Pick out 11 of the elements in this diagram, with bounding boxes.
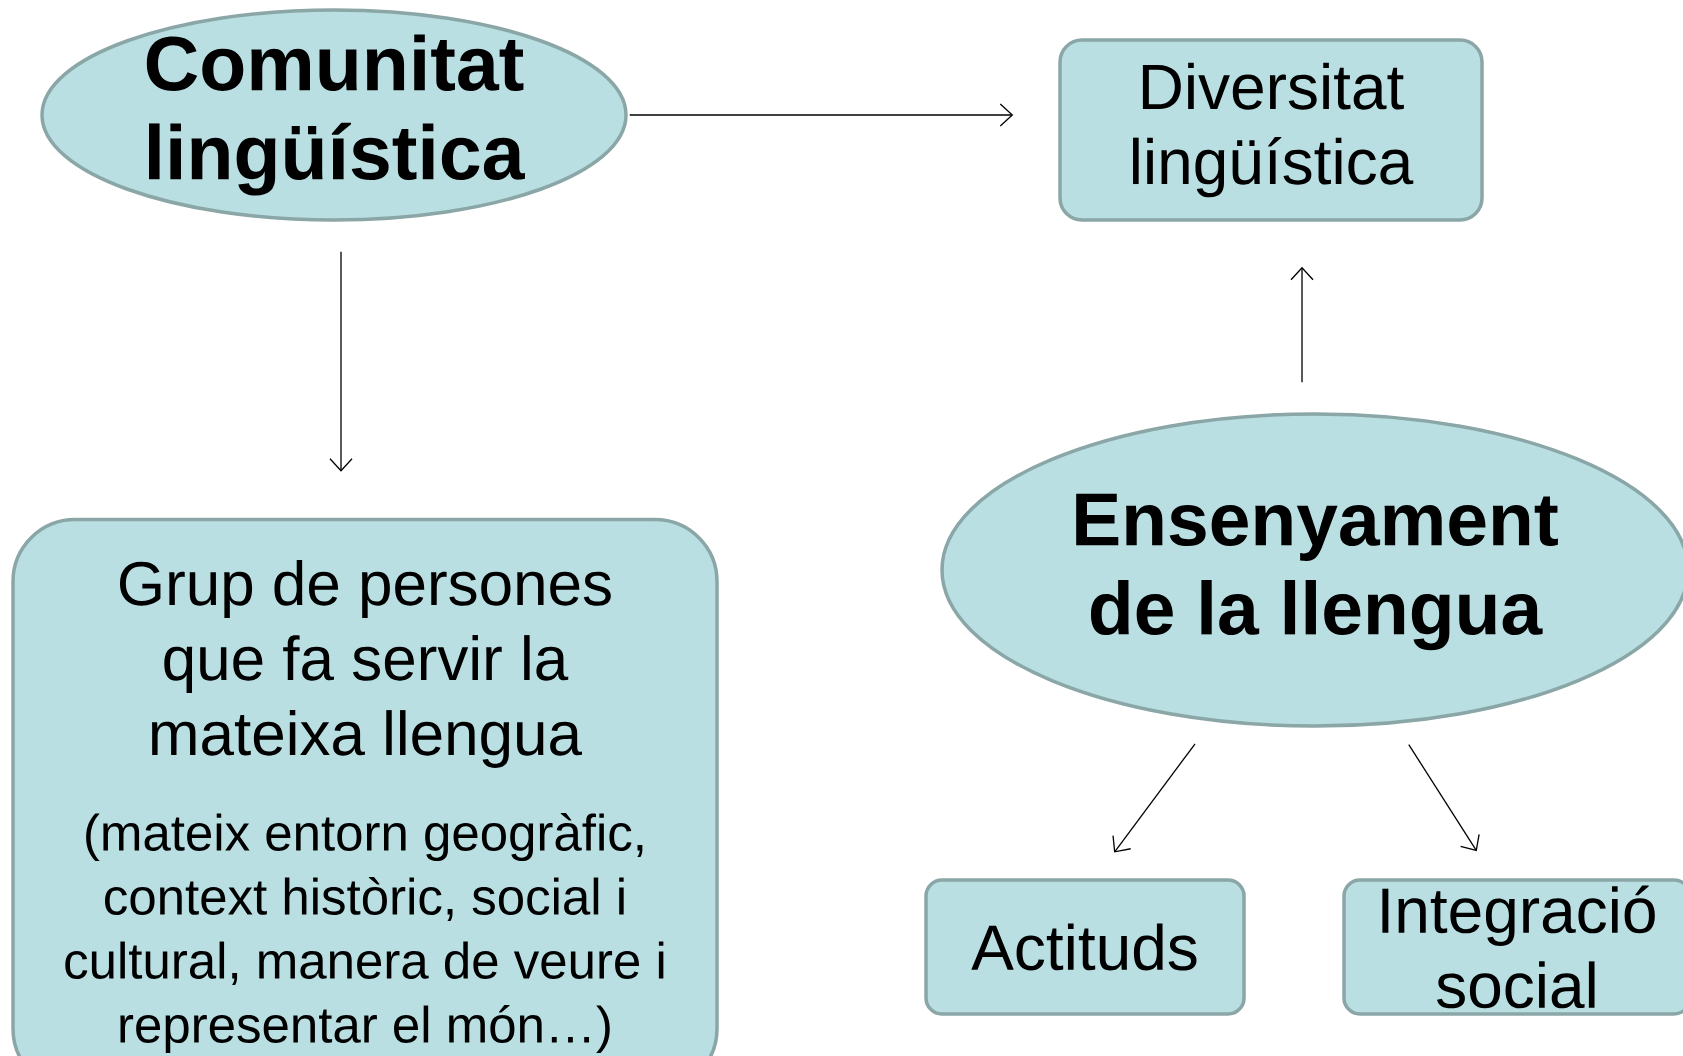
arrow	[329, 251, 353, 472]
rounded-box: Actituds	[924, 878, 1246, 1016]
ellipse-node: Ensenyament de la llengua	[940, 412, 1683, 728]
arrow	[1290, 266, 1314, 383]
ellipse-node: Comunitat lingüística	[40, 8, 628, 222]
rounded-box: Integració social	[1342, 878, 1683, 1016]
arrow	[629, 103, 1014, 127]
rounded-box: Grup de persones que fa servir la mateixa llengua (mateix entorn geogràfic, context històric, social i cultural, manera de veure i representar el món…)	[11, 517, 719, 1056]
arrow	[1112, 743, 1196, 853]
rounded-box: Diversitat lingüística	[1058, 38, 1484, 222]
arrow	[1408, 743, 1480, 852]
